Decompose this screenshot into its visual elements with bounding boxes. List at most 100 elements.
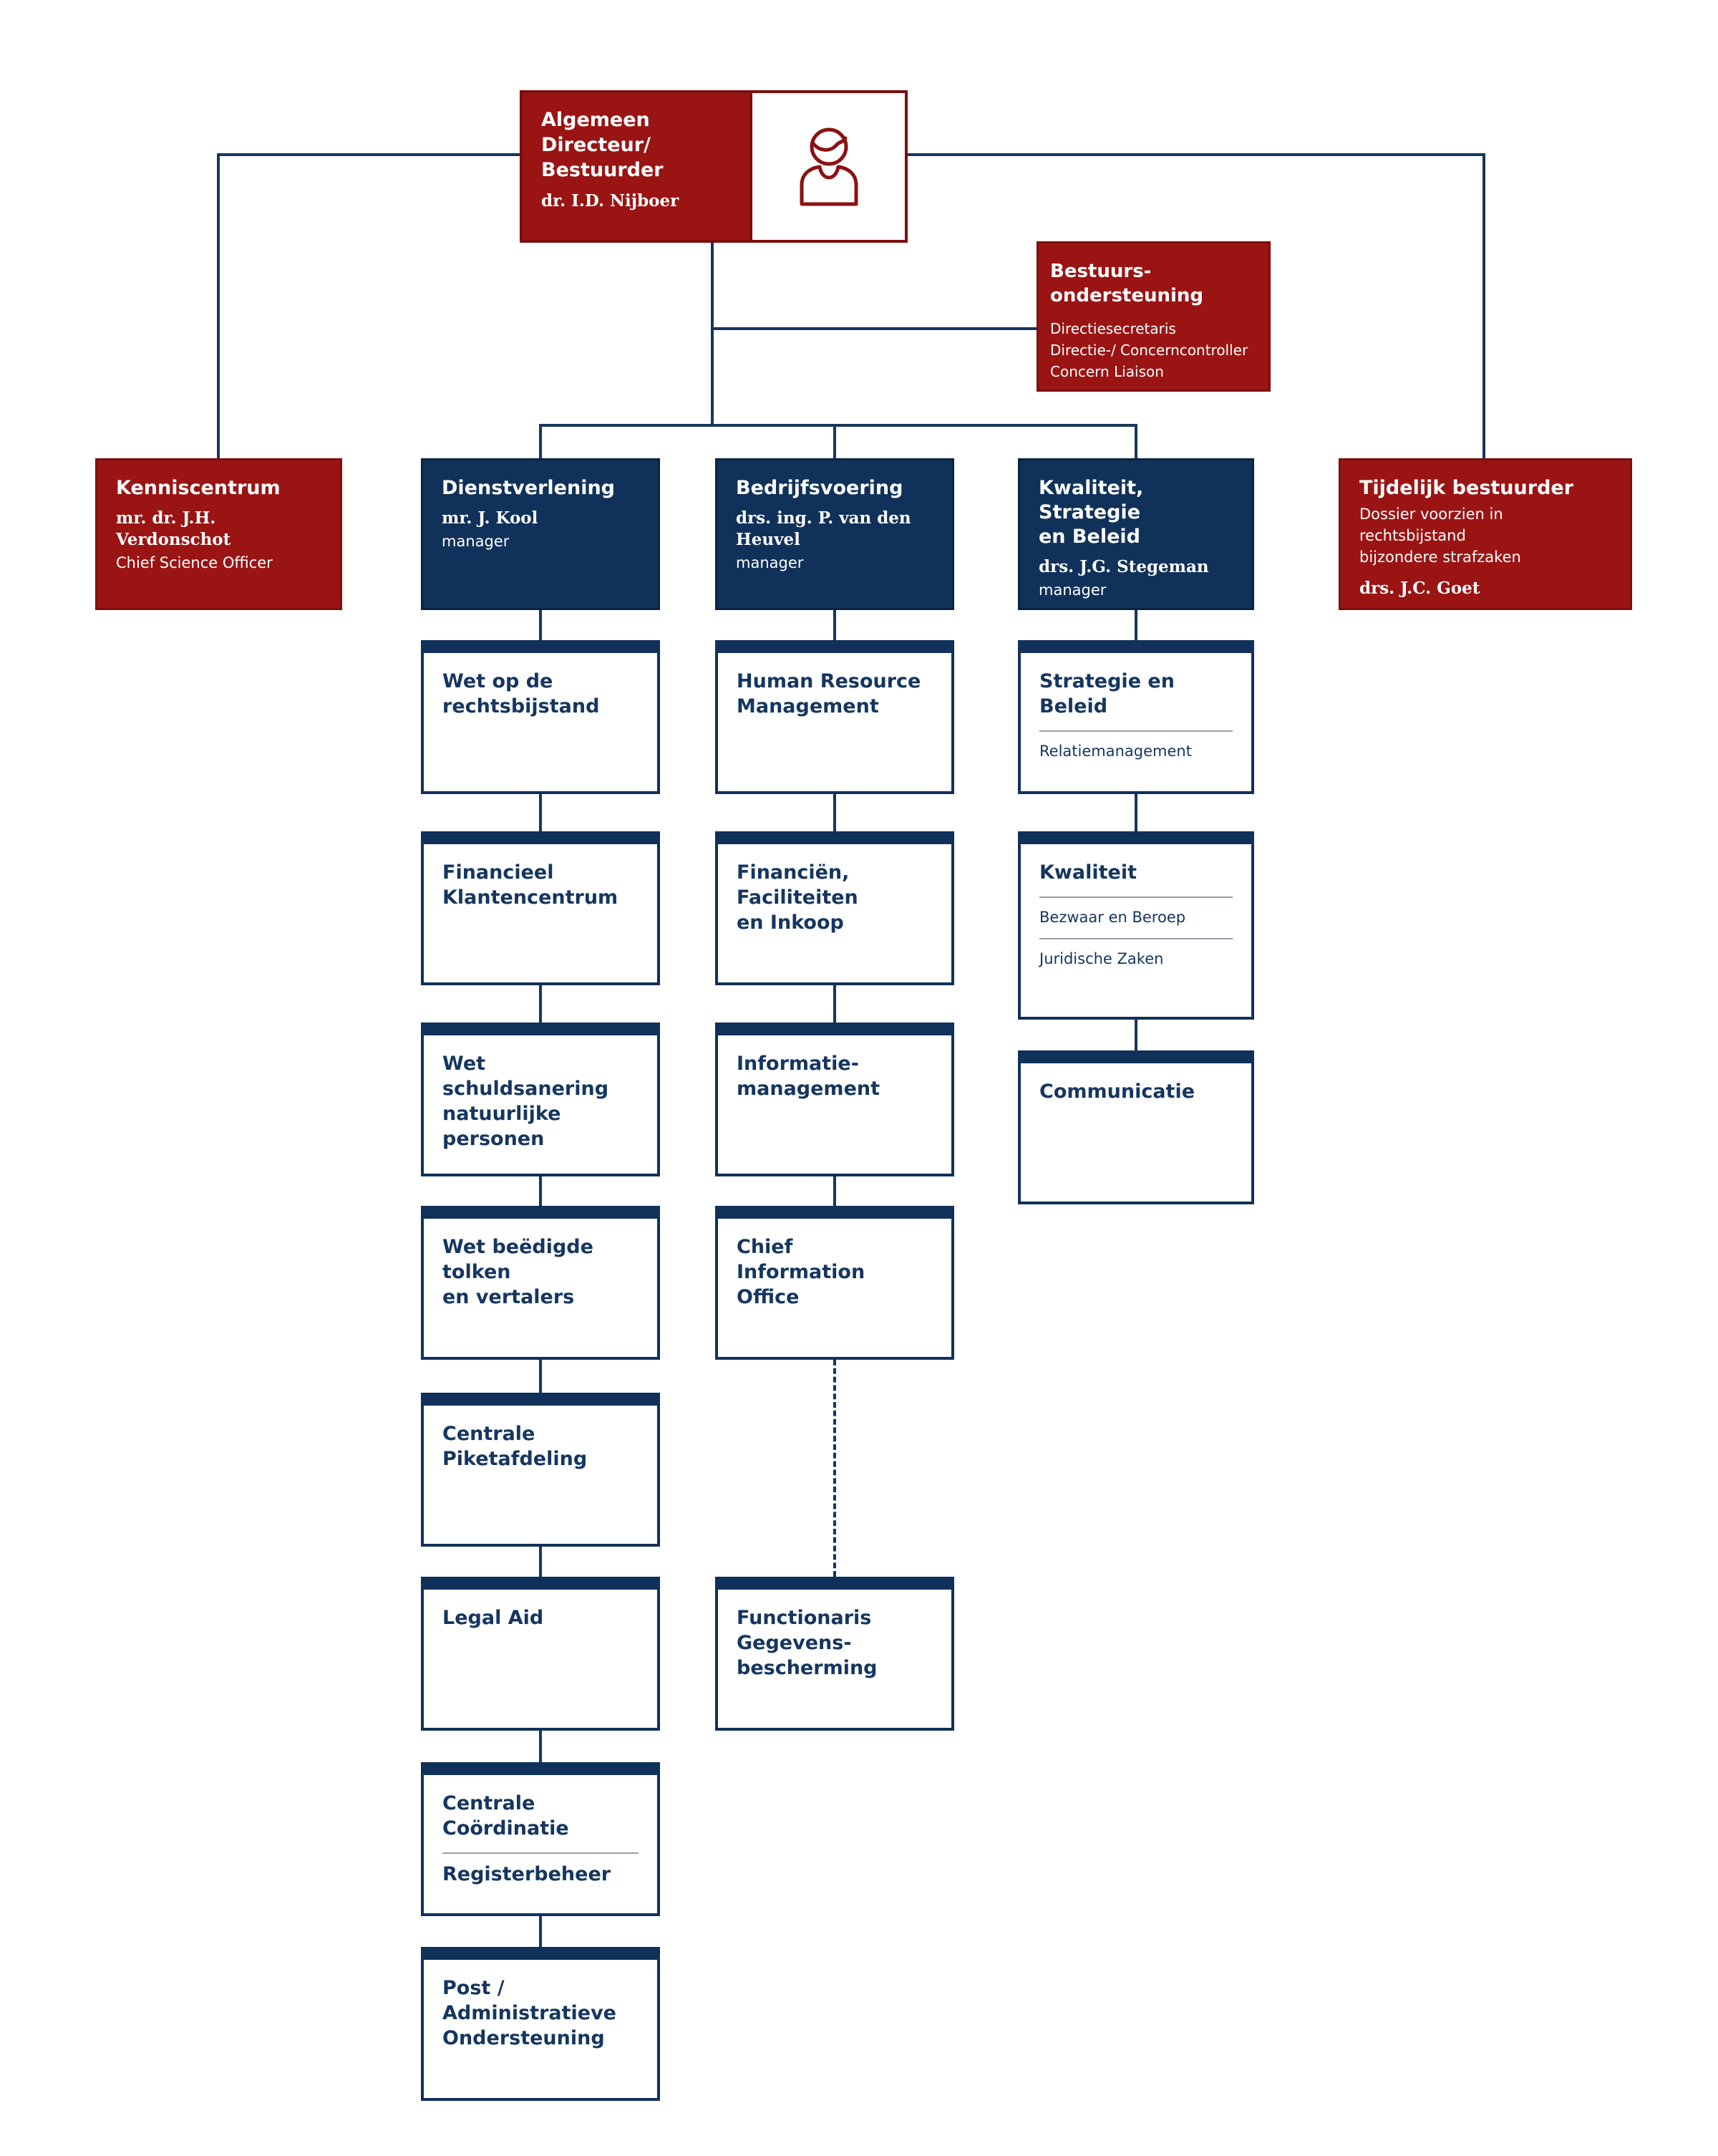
dept-title: Tijdelijk bestuurder xyxy=(1359,477,1574,499)
box-wet-beedigde-tolken: Wet beëdigde tolken en vertalers xyxy=(421,1206,660,1360)
box-top-bar xyxy=(715,640,954,653)
box-subunit: Relatiemanagement xyxy=(1039,743,1192,760)
box-top-bar xyxy=(1018,831,1254,844)
staff-role: Directie-/ Concerncontroller xyxy=(1050,342,1248,359)
box-title: Chief Information Office xyxy=(737,1236,865,1308)
box-top-bar xyxy=(421,1206,660,1219)
box-informatiemanagement: Informatie- management xyxy=(715,1023,954,1176)
dept-subtitle: Dossier voorzien in rechtsbijstand bijzo… xyxy=(1359,506,1521,566)
box-chief-information-office: Chief Information Office xyxy=(715,1206,954,1360)
box-functionaris-gegevensbescherming: Functionaris Gegevens- bescherming xyxy=(715,1577,954,1731)
connector-dashed-fg xyxy=(833,1360,836,1577)
box-title: Financieel Klantencentrum xyxy=(442,861,618,909)
connector-line xyxy=(833,610,836,640)
box-top-bar xyxy=(421,1023,660,1035)
box-title: Centrale Coördinatie xyxy=(442,1792,569,1840)
connector-kenniscentrum-vertical xyxy=(217,153,220,461)
box-post-administratieve-ondersteuning: Post / Administratieve Ondersteuning xyxy=(421,1947,660,2101)
root-name: dr. I.D. Nijboer xyxy=(541,191,679,211)
box-title: Strategie en Beleid xyxy=(1039,670,1175,717)
dept-title: Kenniscentrum xyxy=(116,477,281,499)
box-top-bar xyxy=(421,831,660,844)
box-wet-schuldsanering: Wet schuldsanering natuurlijke personen xyxy=(421,1023,660,1176)
box-kwaliteit: Kwaliteit Bezwaar en Beroep Juridische Z… xyxy=(1018,831,1254,1020)
dept-manager-role: manager xyxy=(442,533,510,550)
box-bestuursondersteuning: Bestuurs- ondersteuning Directiesecretar… xyxy=(1037,241,1271,392)
box-dienstverlening: Dienstverlening mr. J. Kool manager xyxy=(421,458,660,610)
root-icon-panel xyxy=(749,93,905,240)
box-bedrijfsvoering: Bedrijfsvoering drs. ing. P. van den Heu… xyxy=(715,458,954,610)
box-top-bar xyxy=(1018,640,1254,653)
divider xyxy=(1039,938,1233,939)
staff-title: Bestuurs- ondersteuning xyxy=(1050,261,1204,306)
dept-manager-role: Chief Science Officer xyxy=(116,554,273,571)
connector-line xyxy=(1135,610,1137,640)
box-title: Wet op de rechtsbijstand xyxy=(442,670,600,717)
connector-line xyxy=(539,985,542,1023)
box-title: Legal Aid xyxy=(442,1607,544,1629)
divider xyxy=(1039,896,1233,898)
box-title: Informatie- management xyxy=(737,1053,880,1100)
box-title: Wet beëdigde tolken en vertalers xyxy=(442,1236,593,1308)
box-title: Human Resource Management xyxy=(737,670,921,717)
staff-roles: Directiesecretaris Directie-/ Concerncon… xyxy=(1050,318,1257,382)
box-top-bar xyxy=(421,1577,660,1590)
connector-staff-horizontal xyxy=(712,327,1038,330)
box-title: Kwaliteit xyxy=(1039,861,1137,884)
box-title: Wet schuldsanering natuurlijke personen xyxy=(442,1053,609,1150)
box-centrale-coordinatie: Centrale Coördinatie Registerbeheer xyxy=(421,1762,660,1916)
connector-tijdelijk-vertical xyxy=(1482,153,1485,461)
dept-manager-name: mr. dr. J.H. Verdonschot xyxy=(116,508,231,549)
box-top-bar xyxy=(1018,1050,1254,1063)
dept-title: Bedrijfsvoering xyxy=(736,477,903,499)
connector-line xyxy=(539,1360,542,1393)
connector-branch-horizontal xyxy=(539,424,1137,427)
box-subunit: Registerbeheer xyxy=(442,1863,611,1885)
connector-line xyxy=(539,794,542,831)
connector-line xyxy=(1135,794,1137,831)
box-subunit: Bezwaar en Beroep xyxy=(1039,909,1186,926)
box-top-bar xyxy=(421,1393,660,1406)
box-wet-op-de-rechtsbijstand: Wet op de rechtsbijstand xyxy=(421,640,660,794)
box-title: Financiën, Faciliteiten en Inkoop xyxy=(737,861,858,934)
connector-line xyxy=(833,1176,836,1206)
dept-title: Kwaliteit, Strategie en Beleid xyxy=(1039,477,1144,548)
box-top-bar xyxy=(715,1023,954,1035)
root-title: Algemeen Directeur/ Bestuurder xyxy=(541,109,664,181)
box-subunit: Juridische Zaken xyxy=(1039,950,1164,967)
box-financien-faciliteiten-inkoop: Financiën, Faciliteiten en Inkoop xyxy=(715,831,954,985)
connector-line xyxy=(539,610,542,640)
divider xyxy=(442,1852,639,1854)
dept-manager-name: drs. J.G. Stegeman xyxy=(1039,557,1209,576)
box-title: Post / Administratieve Ondersteuning xyxy=(442,1977,616,2049)
dept-manager-name: drs. J.C. Goet xyxy=(1359,579,1480,598)
box-top-bar xyxy=(715,1206,954,1219)
connector-line xyxy=(539,1547,542,1577)
dept-title: Dienstverlening xyxy=(442,477,615,499)
connector-line xyxy=(1135,1020,1137,1050)
staff-role: Directiesecretaris xyxy=(1050,320,1176,337)
connector-line xyxy=(539,1916,542,1947)
box-top-bar xyxy=(421,1947,660,1960)
box-strategie-en-beleid: Strategie en Beleid Relatiemanagement xyxy=(1018,640,1254,794)
box-communicatie: Communicatie xyxy=(1018,1050,1254,1204)
dept-manager-name: mr. J. Kool xyxy=(442,508,538,528)
connector-stub-bedrijfsvoering xyxy=(833,424,836,461)
connector-stub-dienstverlening xyxy=(539,424,542,461)
connector-line xyxy=(833,794,836,831)
box-top-bar xyxy=(421,640,660,653)
box-title: Communicatie xyxy=(1039,1081,1195,1103)
box-tijdelijk-bestuurder: Tijdelijk bestuurder Dossier voorzien in… xyxy=(1339,458,1632,610)
box-kenniscentrum: Kenniscentrum mr. dr. J.H. Verdonschot C… xyxy=(95,458,342,610)
box-top-bar xyxy=(715,1577,954,1590)
box-top-bar xyxy=(421,1762,660,1775)
connector-stub-kwaliteit xyxy=(1135,424,1137,461)
dept-manager-role: manager xyxy=(1039,581,1107,599)
box-legal-aid: Legal Aid xyxy=(421,1577,660,1731)
staff-role: Concern Liaison xyxy=(1050,363,1164,380)
dept-manager-name: drs. ing. P. van den Heuvel xyxy=(736,508,911,549)
box-title: Centrale Piketafdeling xyxy=(442,1423,588,1470)
box-centrale-piketafdeling: Centrale Piketafdeling xyxy=(421,1393,660,1547)
box-algemeen-directeur: Algemeen Directeur/ Bestuurder dr. I.D. … xyxy=(520,90,908,243)
